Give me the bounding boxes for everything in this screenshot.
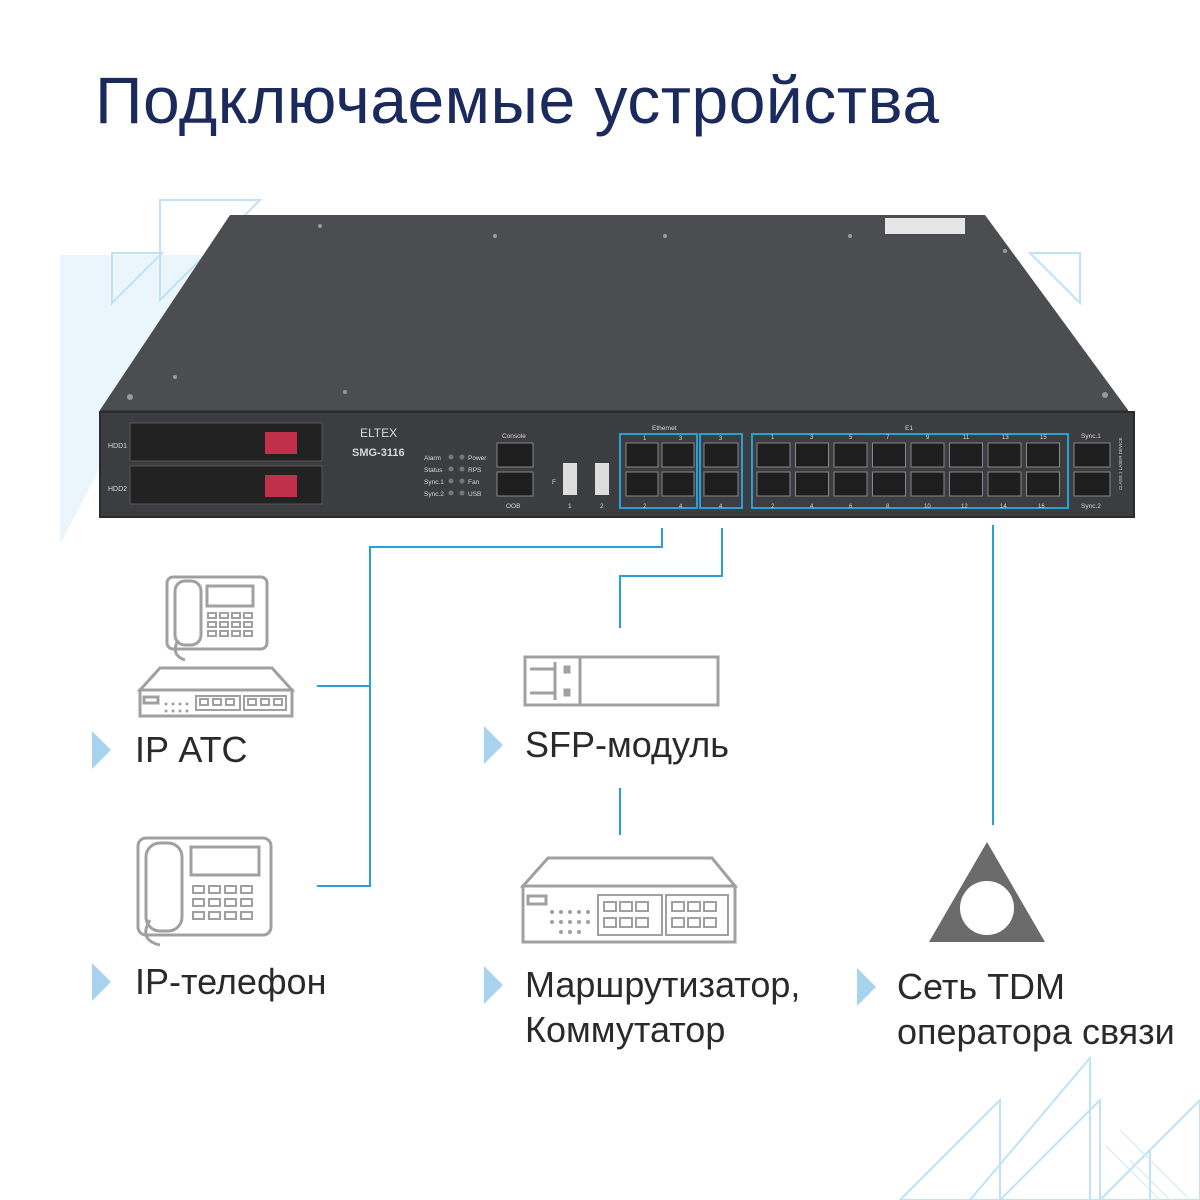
e1-num-8: 8 [886, 504, 890, 510]
tdm-arrow-icon [857, 968, 876, 1006]
ip-ats-label: IP АТС [135, 729, 248, 770]
tdm-label-line2: оператора связи [897, 1011, 1175, 1052]
laser-label: CLASS 1 LASER DEVICE [1118, 437, 1123, 490]
e1-port [756, 471, 791, 497]
e1-port [910, 442, 945, 468]
e1-num-13: 13 [1002, 435, 1009, 441]
e1-port [987, 442, 1022, 468]
e1-port [872, 442, 906, 468]
sfp-num-4: 4 [719, 504, 723, 510]
e1-num-6: 6 [849, 504, 853, 510]
ip-phone-arrow-icon [92, 963, 111, 1001]
console-label: Console [502, 433, 526, 440]
sfp-module-icon [523, 655, 720, 707]
e1-port [949, 471, 983, 497]
sync1-label: Sync.1 [1081, 433, 1101, 440]
sfp-num-3: 3 [719, 436, 723, 442]
e1-port [833, 442, 868, 468]
f-label: F [552, 479, 556, 486]
brand-logo: ELTEX [360, 426, 397, 440]
router-label-line1: Маршрутизатор, [525, 964, 801, 1005]
sfp-arrow-icon [484, 726, 503, 764]
e1-num-5: 5 [849, 435, 853, 441]
ip-phone-icon [136, 836, 273, 947]
e1-num-16: 16 [1038, 504, 1045, 510]
eth-num-1: 1 [643, 436, 647, 442]
sfp-label: SFP-модуль [525, 724, 729, 765]
led-sync1-label: Sync.1 [424, 479, 444, 486]
e1-num-7: 7 [886, 435, 890, 441]
e1-num-12: 12 [961, 504, 968, 510]
led-fan-label: Fan [468, 479, 480, 486]
e1-port [1026, 442, 1060, 468]
e1-num-2: 2 [771, 504, 775, 510]
ip-phone-label: IP-телефон [135, 961, 327, 1002]
eth-num-4: 4 [679, 504, 683, 510]
led-alarm-label: Alarm [424, 455, 441, 462]
led-power-label: Power [468, 455, 487, 462]
led-rps-label: RPS [468, 467, 482, 474]
ip-ats-arrow-icon [92, 731, 111, 769]
e1-num-14: 14 [1000, 504, 1007, 510]
led-status-label: Status [424, 467, 443, 474]
hdd2-label: HDD2 [108, 486, 127, 493]
e1-port [833, 471, 868, 497]
e1-num-9: 9 [926, 435, 930, 441]
desk-phone-small-icon [165, 575, 269, 662]
page-title: Подключаемые устройства [95, 63, 940, 137]
usb2-label: 2 [600, 503, 604, 510]
router-arrow-icon [484, 966, 503, 1004]
led-usb-label: USB [468, 491, 481, 498]
e1-port [1026, 471, 1060, 497]
oob-label: OOB [506, 503, 520, 510]
e1-num-1: 1 [771, 435, 775, 441]
e1-num-3: 3 [810, 435, 814, 441]
e1-port [949, 442, 983, 468]
e1-port [872, 471, 906, 497]
ethernet-label: Ethernet [652, 425, 677, 432]
e1-num-15: 15 [1040, 435, 1047, 441]
e1-port [795, 471, 829, 497]
tdm-label-line1: Сеть TDM [897, 966, 1066, 1007]
led-sync2-label: Sync.2 [424, 491, 444, 498]
hdd1-label: HDD1 [108, 443, 127, 450]
e1-port [795, 442, 829, 468]
model-label: SMG-3116 [352, 447, 405, 459]
eth-num-2: 2 [643, 504, 647, 510]
sync2-label: Sync.2 [1081, 503, 1101, 510]
e1-port [987, 471, 1022, 497]
eth-num-3: 3 [679, 436, 683, 442]
e1-num-10: 10 [924, 504, 931, 510]
e1-label: E1 [905, 425, 913, 432]
e1-num-11: 11 [963, 435, 970, 441]
router-switch-icon [519, 856, 739, 944]
usb1-label: 1 [568, 503, 572, 510]
tdm-network-icon [929, 842, 1045, 942]
e1-port [910, 471, 945, 497]
pbx-switch-icon [136, 666, 296, 718]
router-label-line2: Коммутатор [525, 1009, 726, 1050]
e1-num-4: 4 [810, 504, 814, 510]
e1-port [756, 442, 791, 468]
